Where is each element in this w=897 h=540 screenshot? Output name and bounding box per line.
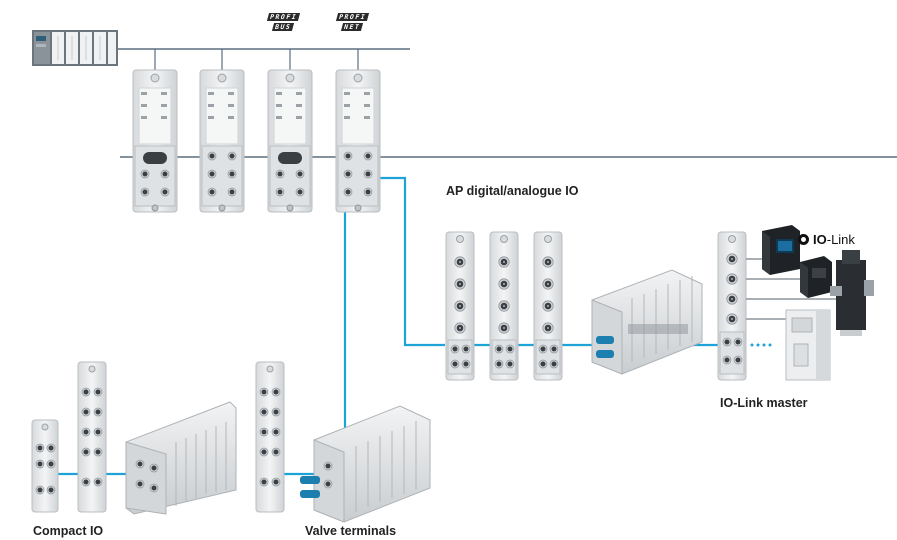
compact-valve-terminal (125, 401, 237, 515)
iolink-dotted (750, 343, 772, 347)
label-compact-io: Compact IO (33, 524, 104, 538)
bus-node-1 (132, 69, 178, 213)
iolink-master-module (717, 231, 747, 381)
ap-io-module-3 (533, 231, 563, 381)
iolink-logo-io: IO (813, 232, 827, 247)
iolink-sensor-box (800, 256, 832, 298)
compact-io-small (31, 419, 59, 513)
compact-io-tall (77, 361, 107, 513)
iolink-pressure-regulator (785, 309, 831, 381)
bus-node-3-profibus (267, 69, 313, 213)
label-iolink-master: IO-Link master (720, 396, 808, 410)
profibus-logo-bottom: BUS (272, 23, 295, 31)
valve-terminal-main (300, 405, 431, 523)
iolink-logo-link: -Link (826, 232, 855, 247)
label-valve-terminals: Valve terminals (305, 524, 397, 538)
bus-node-2 (199, 69, 245, 213)
iolink-valve-device (830, 250, 874, 336)
iolink-logo: IO -Link (798, 232, 855, 247)
plc-controller (32, 30, 118, 66)
bus-node-4-profinet (335, 69, 381, 213)
profinet-logo-bottom: NET (341, 23, 364, 31)
iolink-sensor-display (762, 225, 800, 275)
ap-io-module-2 (489, 231, 519, 381)
profinet-logo: PROFI NET (335, 12, 370, 32)
valve-terminal-io-module (255, 361, 285, 513)
iolink-symbol-icon (798, 234, 809, 245)
ap-io-module-1 (445, 231, 475, 381)
link-ap-io (378, 176, 445, 347)
profibus-logo-top: PROFI (266, 13, 301, 21)
profinet-logo-top: PROFI (335, 13, 370, 21)
valve-terminal-ap (591, 269, 703, 375)
profibus-logo: PROFI BUS (266, 12, 301, 32)
label-ap-io: AP digital/analogue IO (446, 184, 579, 198)
